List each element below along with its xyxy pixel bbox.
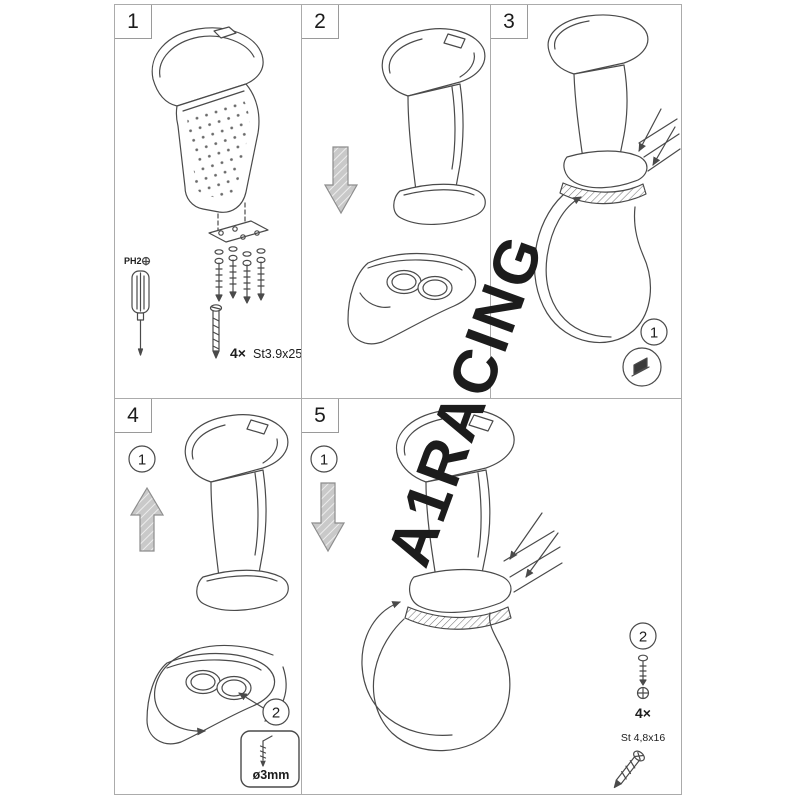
pointer-arrows [361, 512, 559, 736]
screw-qty-label: 4× [635, 705, 651, 721]
block-arrow-down-icon [323, 146, 359, 215]
screwdriver-icon [131, 256, 151, 356]
callout-1-label: 1 [138, 452, 146, 469]
panel-number: 1 [115, 5, 152, 39]
callout-2 [262, 698, 290, 726]
panel-step-5: 5 1 [301, 398, 682, 795]
washer-icons [214, 246, 266, 257]
panel-step-4: 4 1 [114, 398, 302, 795]
drill-spec-box [240, 730, 300, 788]
panel-step-1: 1 [114, 4, 302, 399]
panel4-illustration: 1 [128, 414, 300, 788]
callout-1 [640, 318, 668, 346]
callout-1 [128, 445, 156, 473]
console-base-drawing [347, 252, 477, 345]
clip-icon [622, 347, 662, 387]
armrest-drawing [184, 414, 289, 612]
armrest-on-console-drawing [372, 408, 563, 752]
block-arrow-up-icon [129, 486, 165, 552]
adapter-strip [404, 606, 512, 630]
callout-2-label: 2 [272, 705, 280, 722]
callout-1-label: 1 [650, 325, 658, 342]
screw-spec-label: St3.9x25 [253, 347, 301, 361]
phillips-head-icon [636, 686, 650, 700]
panel-number: 3 [491, 5, 528, 39]
panel-step-2: 2 [301, 4, 491, 399]
console-base-drawing [146, 652, 276, 745]
pointer-arrows [545, 108, 676, 338]
panel2-illustration [323, 28, 486, 345]
drill-spec-label: ø3mm [253, 768, 290, 782]
panel-step-3: 3 [490, 4, 682, 399]
screw-spec-icon [209, 304, 223, 359]
panel1-illustration: PH2 4× St3.9x25 [124, 26, 301, 361]
screw-icons [214, 254, 266, 304]
armrest-on-console-drawing [533, 14, 681, 344]
screw-qty-label: 4× [230, 345, 246, 361]
callout-2 [629, 622, 657, 650]
callout-1-label: 1 [320, 452, 328, 469]
large-screw-icon [613, 750, 645, 789]
panel-number: 2 [302, 5, 339, 39]
callout-2-label: 2 [639, 629, 647, 646]
drill-bit-icon [259, 735, 273, 767]
armrest-exploded-drawing [151, 26, 269, 304]
callout-1 [310, 445, 338, 473]
panel-number: 4 [115, 399, 152, 433]
armrest-drawing [381, 28, 486, 226]
block-arrow-down-icon [310, 482, 346, 553]
screwdriver-label: PH2 [124, 256, 142, 266]
small-screw-icon [637, 654, 649, 686]
mounting-plate [208, 220, 269, 243]
panel3-illustration: 1 [533, 14, 681, 387]
panel5-illustration: 1 2 [310, 408, 666, 789]
panel-number: 5 [302, 399, 339, 433]
screw-spec-label: St 4,8x16 [621, 732, 666, 744]
